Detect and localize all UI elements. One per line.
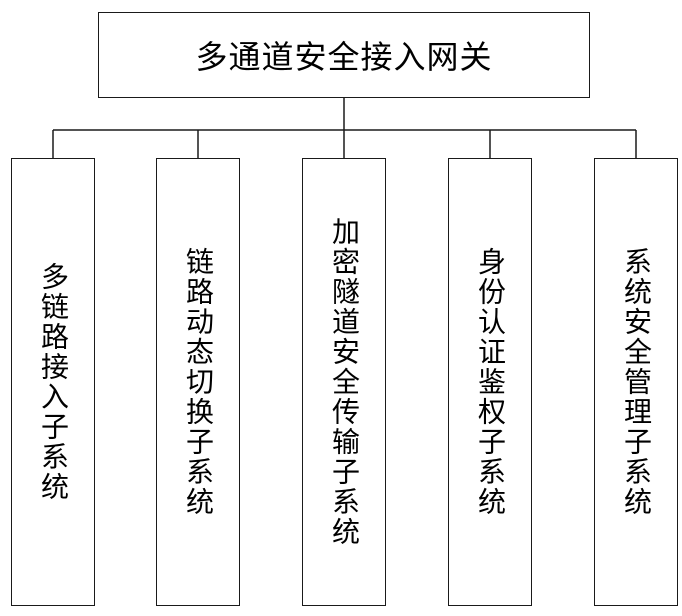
child-node-link-switching: 链路动态切换子系统 xyxy=(156,158,240,606)
root-node: 多通道安全接入网关 xyxy=(98,12,590,98)
child-node-label: 链路动态切换子系统 xyxy=(182,247,215,517)
child-node-encrypted-tunnel: 加密隧道安全传输子系统 xyxy=(302,158,386,606)
child-node-label: 加密隧道安全传输子系统 xyxy=(328,217,361,547)
child-node-label: 系统安全管理子系统 xyxy=(620,247,653,517)
child-node-label: 多链路接入子系统 xyxy=(37,262,70,502)
child-node-multilink-access: 多链路接入子系统 xyxy=(11,158,95,606)
child-node-label: 身份认证鉴权子系统 xyxy=(474,247,507,517)
root-node-label: 多通道安全接入网关 xyxy=(195,38,493,76)
child-node-identity-auth: 身份认证鉴权子系统 xyxy=(448,158,532,606)
child-node-security-management: 系统安全管理子系统 xyxy=(594,158,678,606)
